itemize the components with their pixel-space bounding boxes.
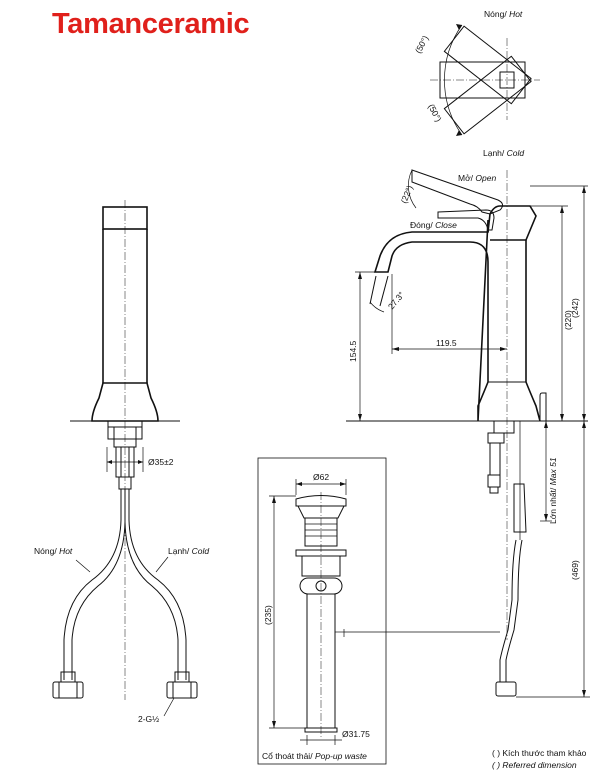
front-hot-label: Nóng/ Hot [34, 546, 73, 556]
faucet-body-outline [373, 219, 489, 422]
top-hot-label: Nóng/ Hot [484, 9, 523, 19]
legend-line-2: ( ) Referred dimension [492, 760, 577, 770]
front-cold-label: Lạnh/ Cold [168, 546, 209, 556]
dim-spout-angle: 27.3° [386, 290, 406, 312]
waste-caption: Cổ thoát thải/ Pop-up waste [262, 751, 367, 761]
pop-up-waste: Ø62 (235) Ø31.75 Cổ thoát thải/ Pop [257, 457, 387, 765]
open-label: Mở/ Open [458, 173, 496, 183]
legend-line-1: ( ) Kích thước tham khảo [492, 748, 587, 758]
dim-469: (469) [570, 560, 580, 580]
brand-title: Tamanceramic [52, 8, 250, 40]
dim-220: (220) [563, 310, 573, 330]
thread-label: 2-G½ [138, 714, 159, 724]
max-thickness-label: Lớn nhất/ Max 51 [548, 457, 558, 524]
side-view: 154.5 119.5 27.3° (22°) Mở/ Open Đóng/ C… [343, 169, 590, 698]
lever-closed [437, 209, 495, 231]
waste-top-diameter: Ø62 [313, 472, 329, 482]
lever-open [411, 169, 504, 215]
cold-hose-left-edge [124, 521, 179, 680]
hole-diameter: Ø35±2 [148, 457, 174, 467]
waste-length: (235) [263, 605, 273, 625]
waste-frame [257, 457, 387, 765]
angle-hot: (50°) [413, 34, 431, 55]
body-back-outline [525, 240, 541, 422]
hot-hose-right-edge [71, 489, 126, 680]
handle-center-outline [439, 61, 526, 99]
dim-lever-angle: (22°) [399, 184, 415, 205]
front-view: Ø35±2 Nóng/ Hot Lạnh/ Cold 2-G½ [34, 200, 209, 724]
legend: ( ) Kích thước tham khảo ( ) Referred di… [492, 748, 587, 770]
hot-hose-left-edge [63, 489, 122, 680]
dim-spout-height: 154.5 [348, 340, 358, 362]
close-label: Đóng/ Close [410, 220, 457, 230]
waste-bottom-diameter: Ø31.75 [342, 729, 370, 739]
top-cold-label: Lạnh/ Cold [483, 148, 524, 158]
dim-reach: 119.5 [436, 338, 457, 348]
cold-hose-right-edge [128, 489, 187, 680]
rotation-arc [444, 24, 463, 136]
dim-242: (242) [570, 298, 580, 318]
angle-cold: (50°) [426, 102, 444, 123]
top-view: Nóng/ Hot Lạnh/ Cold (50°) (50°) [413, 9, 540, 158]
cartridge-outline [487, 205, 537, 241]
front-lever [102, 206, 148, 230]
